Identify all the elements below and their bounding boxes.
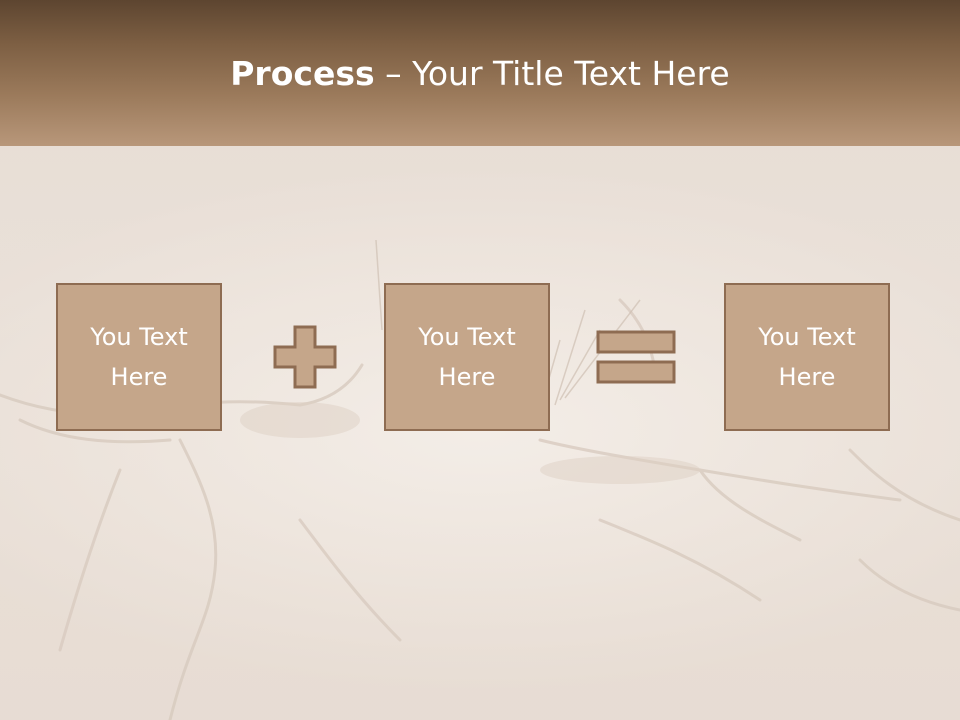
process-step-2-box[interactable]: You Text Here	[384, 283, 550, 431]
slide-title[interactable]: Process – Your Title Text Here	[0, 52, 960, 96]
process-step-2-text: You Text Here	[402, 317, 532, 397]
equals-icon[interactable]	[596, 330, 678, 384]
step-3-line-1: You Text	[758, 323, 856, 351]
title-banner: Process – Your Title Text Here	[0, 0, 960, 146]
title-bold-part: Process	[230, 54, 375, 93]
step-3-line-2: Here	[778, 363, 836, 391]
title-rest-part: – Your Title Text Here	[374, 54, 730, 93]
step-1-line-2: Here	[110, 363, 168, 391]
step-2-line-2: Here	[438, 363, 496, 391]
process-result-text: You Text Here	[742, 317, 872, 397]
process-result-box[interactable]: You Text Here	[724, 283, 890, 431]
step-1-line-1: You Text	[90, 323, 188, 351]
step-2-line-1: You Text	[418, 323, 516, 351]
process-step-1-text: You Text Here	[74, 317, 204, 397]
plus-icon[interactable]	[273, 325, 337, 389]
process-step-1-box[interactable]: You Text Here	[56, 283, 222, 431]
